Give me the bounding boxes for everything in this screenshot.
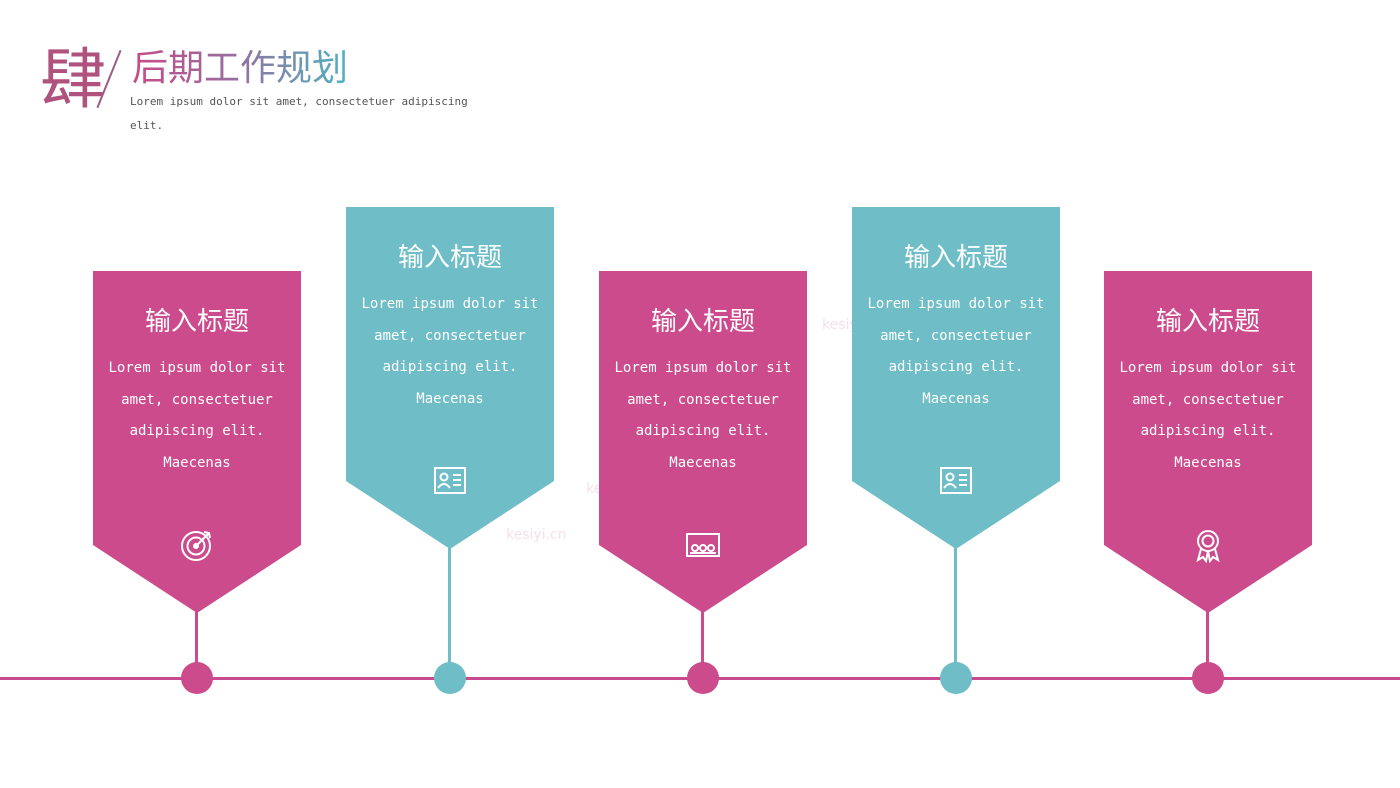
- card-connector: [195, 612, 198, 678]
- timeline-card-2: 输入标题 Lorem ipsum dolor sit amet, consect…: [346, 207, 554, 549]
- timeline-card-1: 输入标题 Lorem ipsum dolor sit amet, consect…: [93, 271, 301, 613]
- card-connector: [701, 612, 704, 678]
- card-shape: [1104, 271, 1312, 613]
- card-title: 输入标题: [1155, 307, 1260, 337]
- id-card-icon: [434, 467, 466, 494]
- presentation-icon: [686, 533, 720, 557]
- card-body: Lorem ipsum dolor sit amet, consectetuer…: [108, 360, 286, 471]
- card-title: 输入标题: [144, 307, 249, 337]
- section-number: 肆: [40, 41, 106, 118]
- timeline-dot-3: [687, 662, 719, 694]
- timeline-dot-1: [181, 662, 213, 694]
- timeline-card-4: 输入标题 Lorem ipsum dolor sit amet, consect…: [852, 207, 1060, 549]
- card-title: 输入标题: [397, 243, 502, 273]
- timeline-dot-5: [1192, 662, 1224, 694]
- card-body: Lorem ipsum dolor sit amet, consectetuer…: [614, 360, 792, 471]
- card-shape: [852, 207, 1060, 549]
- timeline-card-5: 输入标题 Lorem ipsum dolor sit amet, consect…: [1104, 271, 1312, 613]
- card-body: Lorem ipsum dolor sit amet, consectetuer…: [867, 296, 1045, 407]
- timeline-card-3: 输入标题 Lorem ipsum dolor sit amet, consect…: [599, 271, 807, 613]
- page-subtitle: Lorem ipsum dolor sit amet, consectetuer…: [130, 95, 468, 132]
- card-shape: [93, 271, 301, 613]
- card-title: 输入标题: [903, 243, 1008, 273]
- timeline-dot-4: [940, 662, 972, 694]
- target-icon: [181, 531, 211, 561]
- card-shape: [346, 207, 554, 549]
- award-ribbon-icon: [1196, 530, 1220, 563]
- card-connector: [448, 548, 451, 678]
- id-card-icon: [940, 467, 972, 494]
- card-body: Lorem ipsum dolor sit amet, consectetuer…: [361, 296, 539, 407]
- card-body: Lorem ipsum dolor sit amet, consectetuer…: [1119, 360, 1297, 471]
- card-shape: [599, 271, 807, 613]
- card-connector: [1206, 612, 1209, 678]
- card-title: 输入标题: [650, 307, 755, 337]
- card-connector: [954, 548, 957, 678]
- timeline-dot-2: [434, 662, 466, 694]
- watermark: kesiyi.cn: [506, 527, 567, 543]
- page-title: 后期工作规划: [132, 46, 348, 92]
